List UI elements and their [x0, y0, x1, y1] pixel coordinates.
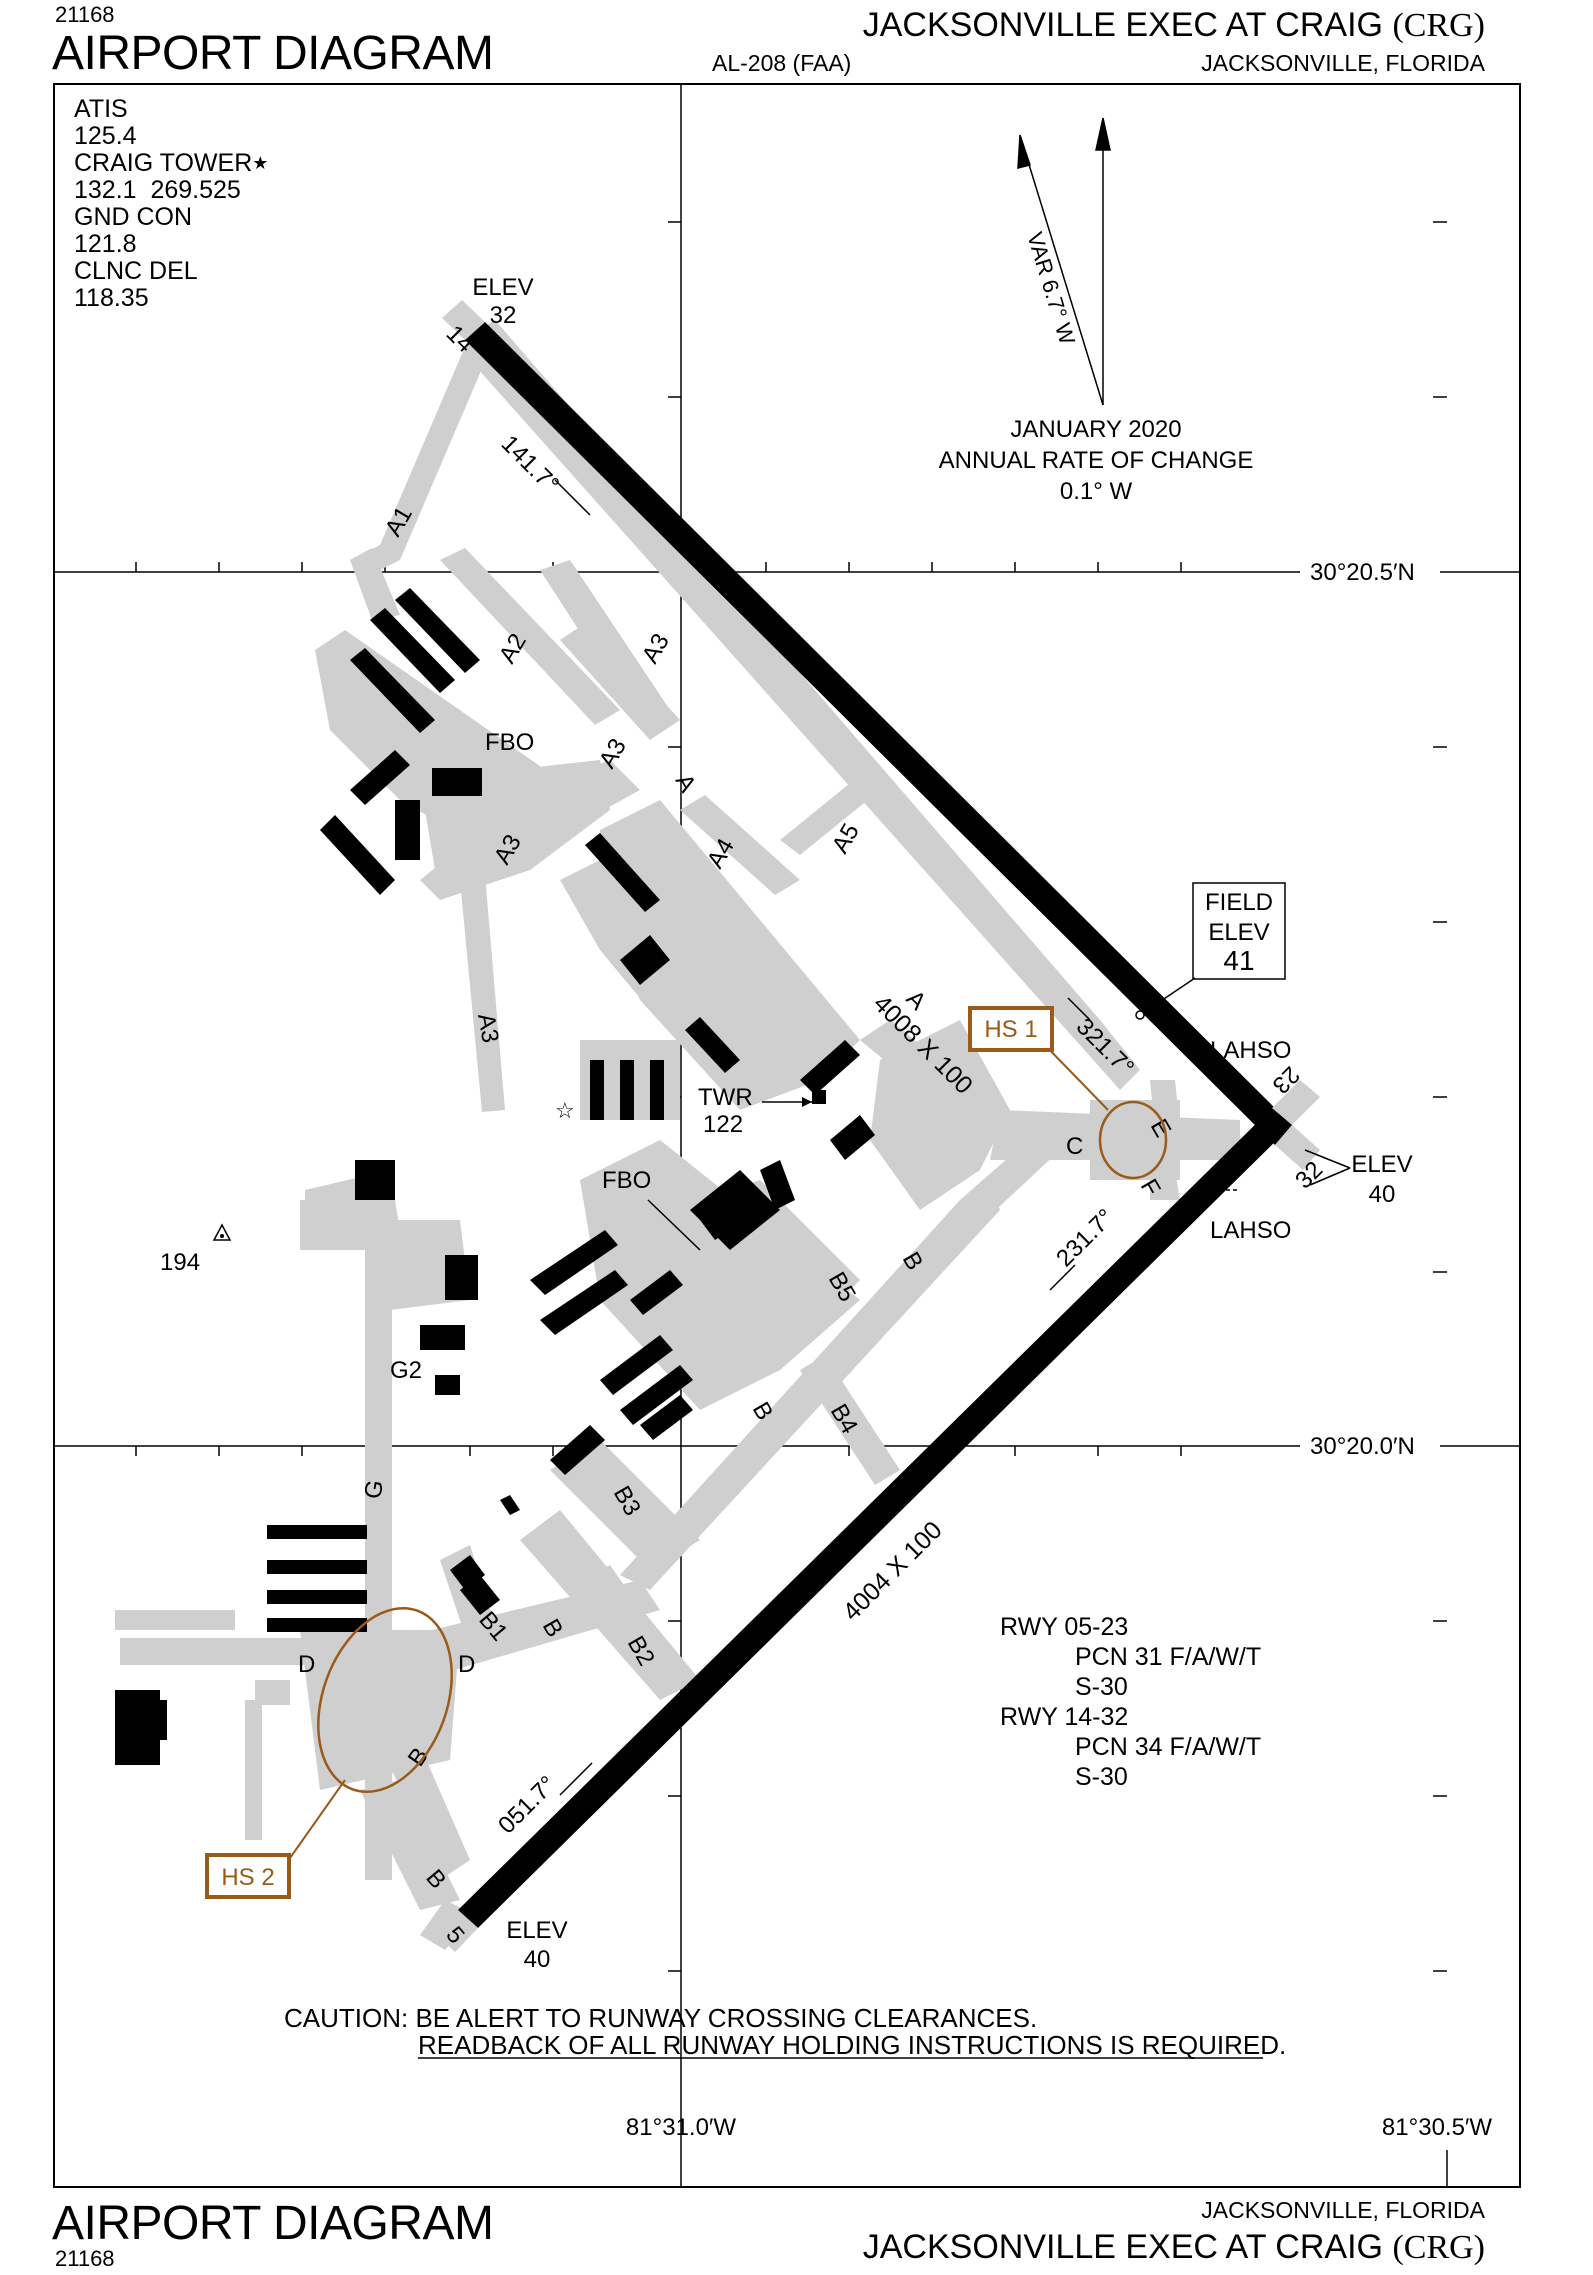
airport-id-text: (CRG) — [1392, 7, 1485, 44]
runway-14-32 — [465, 322, 1292, 1145]
chart-title-top: AIRPORT DIAGRAM — [52, 27, 494, 80]
runway-05-23 — [458, 1108, 1292, 1928]
city-state-top: JACKSONVILLE, FLORIDA — [1201, 50, 1485, 76]
heading-231: 231.7° — [1051, 1204, 1119, 1272]
gnd-label: GND CON — [74, 203, 193, 231]
tower-freq: 132.1 269.525 — [74, 176, 241, 204]
chart-number-bottom: 21168 — [55, 2246, 115, 2271]
rwy2-pcn: PCN 34 F/A/W/T — [1075, 1733, 1262, 1761]
chart-title-bottom: AIRPORT DIAGRAM — [52, 2197, 494, 2250]
procedure-id: AL-208 (FAA) — [712, 50, 852, 76]
rwy2-s: S-30 — [1075, 1763, 1128, 1791]
rwy1-s: S-30 — [1075, 1673, 1128, 1701]
gnd-freq: 121.8 — [74, 230, 137, 258]
chart-border — [53, 83, 1521, 2188]
hot-spot-1-label: HS 1 — [984, 1016, 1037, 1043]
airport-id-bottom-text: (CRG) — [1392, 2229, 1485, 2266]
hot-spot-2-ring — [317, 1606, 453, 1794]
north-arrow-icon — [1017, 117, 1111, 406]
heading-141-arrow — [554, 479, 591, 516]
tower-star-icon: ☆ — [555, 1098, 575, 1123]
tower-star-small-icon: ★ — [252, 153, 269, 173]
mag-date: JANUARY 2020 — [1010, 416, 1181, 443]
chart-number-top: 21168 — [55, 2, 115, 27]
atis-label: ATIS — [74, 95, 128, 123]
twy-g2: G2 — [390, 1357, 422, 1384]
lat-south: 30°20.0′N — [1310, 1433, 1415, 1460]
lahso-north: LAHSO — [1210, 1037, 1291, 1064]
elev-32-value: 40 — [1369, 1181, 1396, 1208]
tower-height: 122 — [703, 1111, 743, 1138]
runway-notes: RWY 05-23 PCN 31 F/A/W/T S-30 RWY 14-32 … — [1000, 1612, 1261, 1792]
fbo-north: FBO — [485, 729, 534, 756]
tower-label: TWR — [698, 1084, 753, 1111]
airport-name-top: JACKSONVILLE EXEC AT CRAIG (CRG) — [863, 6, 1485, 45]
field-elev-line2: ELEV — [1208, 919, 1269, 946]
hot-spot-2-box — [205, 1853, 291, 1899]
mag-rate-value: 0.1° W — [1060, 478, 1133, 505]
clnc-freq: 118.35 — [74, 284, 149, 312]
twy-a-north: A — [670, 770, 701, 797]
lon-west: 81°31.0′W — [626, 2114, 737, 2141]
atis-freq: 125.4 — [74, 122, 137, 150]
twy-g: G — [359, 1478, 389, 1501]
runways — [435, 300, 1320, 1952]
buildings — [115, 588, 875, 1765]
rwy1-id: RWY 05-23 — [1000, 1613, 1129, 1641]
mag-var: VAR 6.7° W — [1022, 229, 1080, 347]
elev-5-value: 40 — [524, 1946, 551, 1973]
tie-down-area — [318, 646, 400, 732]
field-elev-line1: FIELD — [1205, 889, 1273, 916]
field-elev-box — [1192, 882, 1286, 980]
hot-spot-1-ring — [1098, 1100, 1168, 1180]
lahso-south: LAHSO — [1210, 1217, 1291, 1244]
elev-32-label: ELEV — [1351, 1151, 1412, 1178]
hot-spot-2-label: HS 2 — [221, 1864, 274, 1891]
lon-east: 81°30.5′W — [1382, 2114, 1493, 2141]
rwy1-pcn: PCN 31 F/A/W/T — [1075, 1643, 1262, 1671]
airport-name-text: JACKSONVILLE EXEC AT CRAIG — [862, 6, 1383, 44]
hot-spot-1-box — [968, 1006, 1054, 1052]
caution-line-1: CAUTION: BE ALERT TO RUNWAY CROSSING CLE… — [284, 2003, 1038, 2033]
twy-c: C — [1066, 1133, 1083, 1160]
elev-14-value: 32 — [490, 302, 517, 329]
elev-5-label: ELEV — [506, 1917, 567, 1944]
city-state-bottom: JACKSONVILLE, FLORIDA — [1201, 2197, 1485, 2223]
frequency-block: ATIS 125.4 CRAIG TOWER★ 132.1 269.525 GN… — [74, 96, 268, 312]
grid-ticks — [135, 221, 1520, 2187]
airport-name-bottom-text: JACKSONVILLE EXEC AT CRAIG — [862, 2228, 1383, 2266]
obstacle-height: 194 — [160, 1249, 200, 1276]
obstacle-icon — [212, 1223, 232, 1241]
twy-d-east: D — [458, 1651, 475, 1678]
tower-label-text: CRAIG TOWER — [74, 149, 253, 177]
field-elev-value: 41 — [1223, 945, 1254, 976]
twy-a3-south: A3 — [472, 1011, 504, 1045]
twy-d-west: D — [298, 1651, 315, 1678]
mag-rate-label: ANNUAL RATE OF CHANGE — [939, 447, 1254, 474]
fbo-south: FBO — [602, 1167, 651, 1194]
caution-line-2: READBACK OF ALL RUNWAY HOLDING INSTRUCTI… — [418, 2030, 1287, 2060]
clnc-label: CLNC DEL — [74, 257, 198, 285]
airport-name-bottom: JACKSONVILLE EXEC AT CRAIG (CRG) — [863, 2228, 1485, 2267]
twy-a3-north: A3 — [637, 629, 675, 668]
field-elev-point — [1135, 1010, 1145, 1020]
elev-14-label: ELEV — [472, 274, 533, 301]
tower-row: CRAIG TOWER★ — [74, 150, 268, 177]
rwy2-id: RWY 14-32 — [1000, 1703, 1129, 1731]
lat-north: 30°20.5′N — [1310, 559, 1415, 586]
